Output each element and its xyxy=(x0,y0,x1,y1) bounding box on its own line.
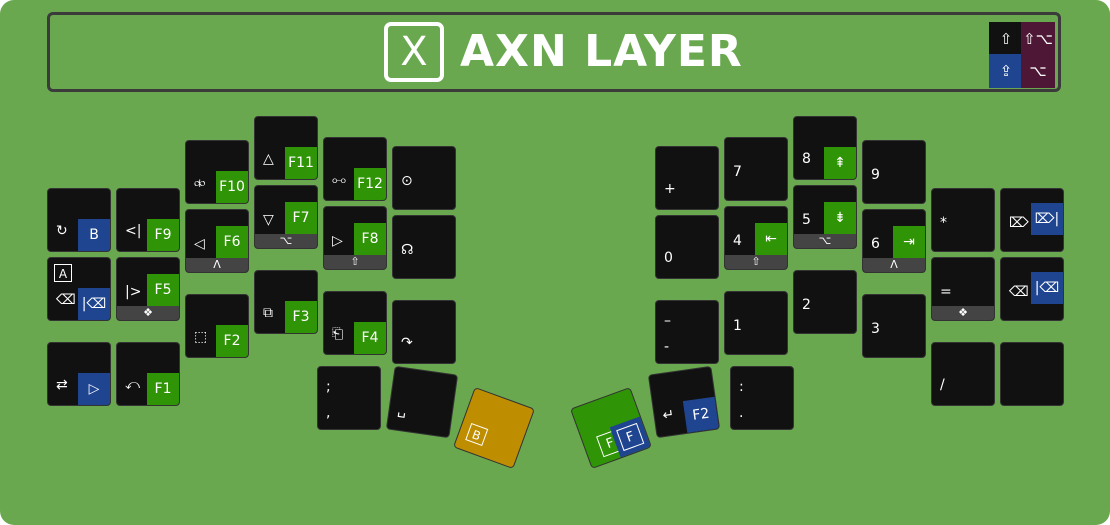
key-left-c4-r2[interactable]: ⎗ F4 xyxy=(323,291,387,355)
thumb-right-2[interactable]: : . xyxy=(730,366,794,430)
key-right-c0-r1[interactable]: 0 xyxy=(655,215,719,279)
key-right-c4-r2[interactable]: / xyxy=(931,342,995,406)
hold-mod-cmd: ❖ xyxy=(932,306,994,320)
key-left-c2-r1[interactable]: ◁ F6 Λ xyxy=(185,209,249,273)
key-right-c1-r2[interactable]: 1 xyxy=(724,291,788,355)
key-left-c3-r0[interactable]: △ F11 xyxy=(254,116,318,180)
key-right-c5-r1[interactable]: ⌫ |⌫ xyxy=(1000,257,1064,321)
page-title: AXN LAYER xyxy=(460,26,743,77)
key-left-c5-r1[interactable]: ☊ xyxy=(392,215,456,279)
thumb-right-0[interactable]: F F xyxy=(569,386,653,470)
key-right-c0-r2[interactable]: – - xyxy=(655,300,719,364)
key-right-c4-r0[interactable]: * xyxy=(931,188,995,252)
hold-mod-shift: ⇧ xyxy=(324,255,386,269)
key-left-c1-r0[interactable]: <| F9 xyxy=(116,188,180,252)
legend-shift-option: ⇧⌥ xyxy=(1021,22,1055,56)
thumb-left-1[interactable]: ␣ xyxy=(385,365,459,439)
key-left-c4-r1[interactable]: ▷ F8 ⇧ xyxy=(323,206,387,270)
key-right-c3-r1[interactable]: 6 ⇥ Λ xyxy=(862,209,926,273)
legend-capslock: ⇪ xyxy=(989,54,1023,88)
hold-mod-ctrl: Λ xyxy=(863,258,925,272)
title-bar xyxy=(47,12,1061,92)
layer-logo: X xyxy=(384,22,444,82)
key-right-c1-r0[interactable]: 7 xyxy=(724,137,788,201)
hold-mod-option: ⌥ xyxy=(794,234,856,248)
key-left-c0-r2[interactable]: ⇄ ▷ xyxy=(47,342,111,406)
key-right-c2-r0[interactable]: 8 ⇞ xyxy=(793,116,857,180)
key-left-c1-r1[interactable]: |> F5 ❖ xyxy=(116,257,180,321)
hold-mod-shift: ⇧ xyxy=(725,255,787,269)
key-right-c2-r1[interactable]: 5 ⇟ ⌥ xyxy=(793,185,857,249)
hold-mod-cmd: ❖ xyxy=(117,306,179,320)
hold-mod-option: ⌥ xyxy=(255,234,317,248)
thumb-left-0[interactable]: ; , xyxy=(317,366,381,430)
thumb-right-1[interactable]: ↵ F2 xyxy=(647,365,721,439)
key-left-c4-r0[interactable]: ⧟ F12 xyxy=(323,137,387,201)
key-right-c1-r1[interactable]: 4 ⇤ ⇧ xyxy=(724,206,788,270)
key-left-c0-r1[interactable]: A ⌫ |⌫ xyxy=(47,257,111,321)
key-right-c3-r2[interactable]: 3 xyxy=(862,294,926,358)
key-left-c1-r2[interactable]: ⤺ F1 xyxy=(116,342,180,406)
key-right-c5-r2[interactable] xyxy=(1000,342,1064,406)
key-right-c2-r2[interactable]: 2 xyxy=(793,270,857,334)
key-left-c3-r1[interactable]: ▽ F7 ⌥ xyxy=(254,185,318,249)
key-left-c2-r2[interactable]: ⬚ F2 xyxy=(185,294,249,358)
key-left-c2-r0[interactable]: ⧞ F10 xyxy=(185,140,249,204)
key-left-c5-r0[interactable]: ⊙ xyxy=(392,146,456,210)
key-right-c0-r0[interactable]: + xyxy=(655,146,719,210)
legend-option: ⌥ xyxy=(1021,54,1055,88)
key-left-c0-r0[interactable]: ↻ B xyxy=(47,188,111,252)
key-left-c3-r2[interactable]: ⧉ F3 xyxy=(254,270,318,334)
key-right-c3-r0[interactable]: 9 xyxy=(862,140,926,204)
hold-mod-ctrl: Λ xyxy=(186,258,248,272)
legend-shift: ⇧ xyxy=(989,22,1023,56)
key-right-c4-r1[interactable]: = ❖ xyxy=(931,257,995,321)
key-left-c5-r2[interactable]: ↷ xyxy=(392,300,456,364)
key-right-c5-r0[interactable]: ⌦ ⌦| xyxy=(1000,188,1064,252)
thumb-left-2[interactable]: B xyxy=(452,386,536,470)
